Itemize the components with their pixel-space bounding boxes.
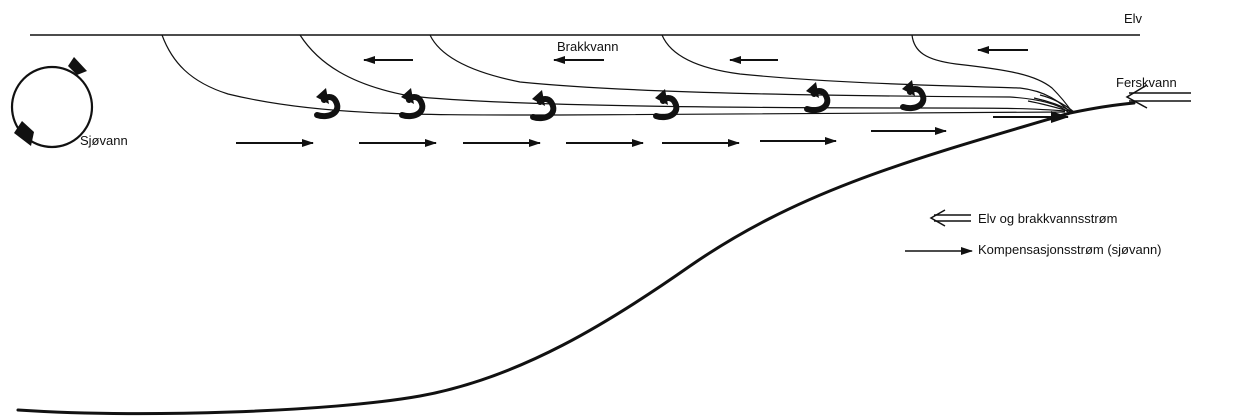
vortex-icon (314, 88, 341, 120)
mixing-vortices (314, 80, 927, 122)
vortex-icon (653, 89, 680, 121)
streamline-7 (1033, 97, 1074, 113)
vortex-icon (399, 88, 426, 120)
streamline-5 (911, 34, 1073, 113)
streamline-6 (1039, 94, 1075, 113)
streamline-2 (299, 34, 1066, 112)
compensation-current-arrows (236, 111, 1069, 147)
streamline-3 (429, 34, 1069, 113)
streamline-4 (661, 34, 1071, 113)
legend-compensation-label: Kompensasjonsstrøm (sjøvann) (978, 242, 1162, 257)
freshwater-inflow-icon (1125, 84, 1191, 109)
surface-current-arrows (363, 46, 1028, 64)
streamline-8 (1027, 100, 1073, 113)
circulation-cycle-icon (10, 57, 94, 149)
freshwater-label: Ferskvann (1116, 75, 1177, 90)
seawater-label: Sjøvann (80, 133, 128, 148)
legend-arrows (905, 209, 973, 255)
vortex-icon (804, 82, 831, 114)
legend-river-arrow-icon (929, 209, 971, 227)
legend-river-label: Elv og brakkvannsstrøm (978, 211, 1118, 226)
vortex-icon (530, 90, 557, 122)
brackish-label: Brakkvann (557, 39, 619, 54)
vortex-icon (900, 80, 927, 112)
river-label: Elv (1124, 11, 1143, 26)
seabed-profile (16, 101, 1136, 416)
